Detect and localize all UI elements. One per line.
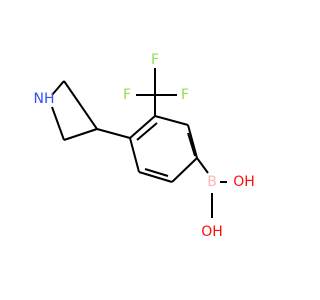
atom-b-label: B bbox=[207, 174, 217, 190]
atom-oh-bottom-label: OH bbox=[201, 224, 223, 240]
bond-ring-c6-c1 bbox=[129, 137, 140, 173]
bond-ring-c1-c2 bbox=[129, 115, 156, 139]
bond-azetidine-to-ring bbox=[96, 128, 131, 139]
bond-ring-inner-3 bbox=[144, 168, 169, 177]
bond-ring-c4-c5 bbox=[171, 157, 198, 183]
bond-ring-inner-2 bbox=[187, 132, 196, 157]
atom-oh-right-label: OH bbox=[233, 174, 255, 190]
bond-ring-to-b bbox=[196, 157, 209, 174]
bond-ch2-top-ch bbox=[63, 80, 98, 130]
atom-f-right-label: F bbox=[181, 87, 189, 103]
atom-f-top-label: F bbox=[151, 52, 159, 68]
atom-nh-label: NH bbox=[34, 91, 55, 107]
atom-f-left-label: F bbox=[123, 87, 131, 103]
bond-ring-c3-c4 bbox=[187, 124, 198, 159]
bond-ring-c2-c3 bbox=[154, 115, 189, 126]
bond-ring-inner-1 bbox=[136, 122, 158, 141]
molecule-diagram: NH F F F B OH OH bbox=[34, 52, 255, 240]
bond-ring-c5-c6 bbox=[138, 171, 173, 183]
bond-ch2-bottom-n bbox=[51, 106, 65, 141]
bond-ch-ch2-bottom bbox=[63, 128, 98, 141]
bond-n-ch2-top bbox=[51, 80, 65, 96]
molecule-svg: NH F F F B OH OH bbox=[34, 52, 255, 240]
